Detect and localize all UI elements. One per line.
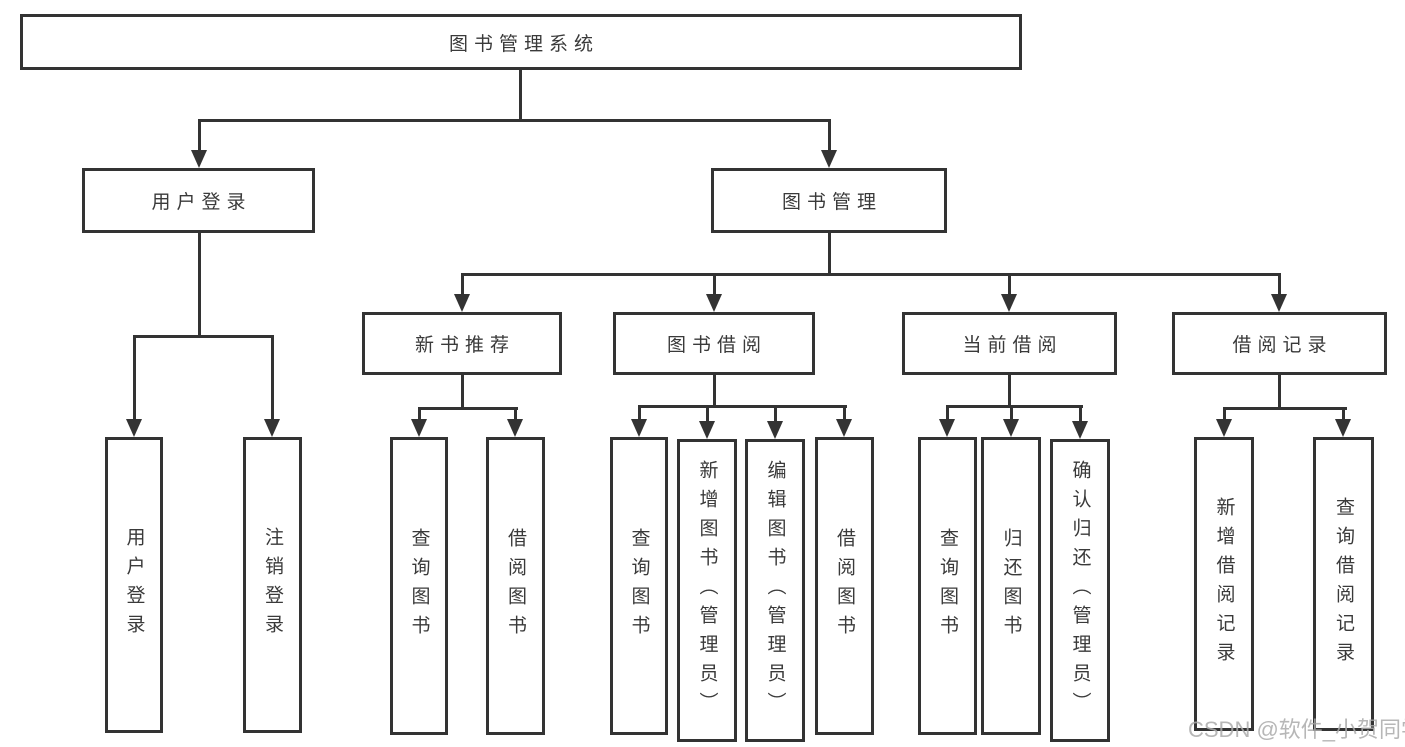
csdn-watermark: CSDN @软件_小贺同学 — [1188, 717, 1405, 742]
connector-drop-leaf — [706, 405, 709, 423]
connector-user-login-stem — [198, 233, 201, 335]
connector-drop-leaf — [638, 405, 641, 421]
connector-drop-leaf — [1079, 405, 1082, 423]
connector-borrow-stem — [713, 375, 716, 405]
arrowhead-down-icon — [1216, 419, 1232, 437]
node-book-management: 图书管理 — [711, 168, 947, 233]
arrowhead-down-icon — [939, 419, 955, 437]
arrowhead-down-icon — [631, 419, 647, 437]
leaf-records-query-record: 查询借阅记录 — [1313, 437, 1374, 731]
leaf-newbook-borrow-books: 借阅图书 — [486, 437, 545, 735]
arrowhead-down-icon — [454, 294, 470, 312]
connector-root-stem — [519, 70, 522, 119]
node-borrowing-records: 借阅记录 — [1172, 312, 1387, 375]
connector-drop-leaf — [1342, 407, 1345, 421]
connector-current-rail — [946, 405, 1083, 408]
arrowhead-down-icon — [126, 419, 142, 437]
connector-records-rail — [1223, 407, 1347, 410]
node-new-book-recommend: 新书推荐 — [362, 312, 562, 375]
leaf-current-confirm-return-admin: 确认归还（管理员） — [1050, 439, 1110, 742]
connector-drop-leaf — [843, 405, 846, 421]
arrowhead-down-icon — [821, 150, 837, 168]
connector-drop-leaf — [133, 335, 136, 421]
leaf-borrow-query-books: 查询图书 — [610, 437, 668, 735]
connector-drop-leaf — [1010, 405, 1013, 421]
connector-drop-leaf — [1223, 407, 1226, 421]
connector-user-login-rail — [133, 335, 274, 338]
connector-book-management-stem — [828, 233, 831, 273]
leaf-current-query-books: 查询图书 — [918, 437, 977, 735]
arrowhead-down-icon — [767, 421, 783, 439]
connector-drop-leaf — [946, 405, 949, 421]
leaf-borrow-add-books-admin: 新增图书（管理员） — [677, 439, 737, 742]
leaf-logout-login: 注销登录 — [243, 437, 302, 733]
arrowhead-down-icon — [411, 419, 427, 437]
node-book-borrowing: 图书借阅 — [613, 312, 815, 375]
connector-new-book-stem — [461, 375, 464, 407]
leaf-borrow-borrow-books: 借阅图书 — [815, 437, 874, 735]
connector-drop-records — [1278, 273, 1281, 296]
arrowhead-down-icon — [264, 419, 280, 437]
connector-drop-new-book — [461, 273, 464, 296]
connector-root-rail — [198, 119, 831, 122]
arrowhead-down-icon — [706, 294, 722, 312]
connector-borrow-rail — [638, 405, 847, 408]
connector-level3-rail — [461, 273, 1281, 276]
arrowhead-down-icon — [836, 419, 852, 437]
leaf-user-login: 用户登录 — [105, 437, 163, 733]
arrowhead-down-icon — [191, 150, 207, 168]
connector-drop-book-management — [828, 119, 831, 152]
arrowhead-down-icon — [1335, 419, 1351, 437]
arrowhead-down-icon — [1001, 294, 1017, 312]
node-current-borrowing: 当前借阅 — [902, 312, 1117, 375]
arrowhead-down-icon — [699, 421, 715, 439]
leaf-newbook-query-books: 查询图书 — [390, 437, 448, 735]
node-library-management-system: 图书管理系统 — [20, 14, 1022, 70]
arrowhead-down-icon — [1271, 294, 1287, 312]
connector-drop-leaf — [418, 407, 421, 421]
arrowhead-down-icon — [1003, 419, 1019, 437]
node-user-login: 用户登录 — [82, 168, 315, 233]
connector-records-stem — [1278, 375, 1281, 407]
connector-drop-user-login — [198, 119, 201, 152]
connector-drop-leaf — [271, 335, 274, 421]
connector-new-book-rail — [418, 407, 518, 410]
leaf-current-return-books: 归还图书 — [981, 437, 1041, 735]
connector-drop-leaf — [774, 405, 777, 423]
connector-drop-current — [1008, 273, 1011, 296]
connector-current-stem — [1008, 375, 1011, 405]
connector-drop-borrow — [713, 273, 716, 296]
arrowhead-down-icon — [507, 419, 523, 437]
connector-drop-leaf — [514, 407, 517, 421]
leaf-records-add-record: 新增借阅记录 — [1194, 437, 1254, 731]
arrowhead-down-icon — [1072, 421, 1088, 439]
leaf-borrow-edit-books-admin: 编辑图书（管理员） — [745, 439, 805, 742]
